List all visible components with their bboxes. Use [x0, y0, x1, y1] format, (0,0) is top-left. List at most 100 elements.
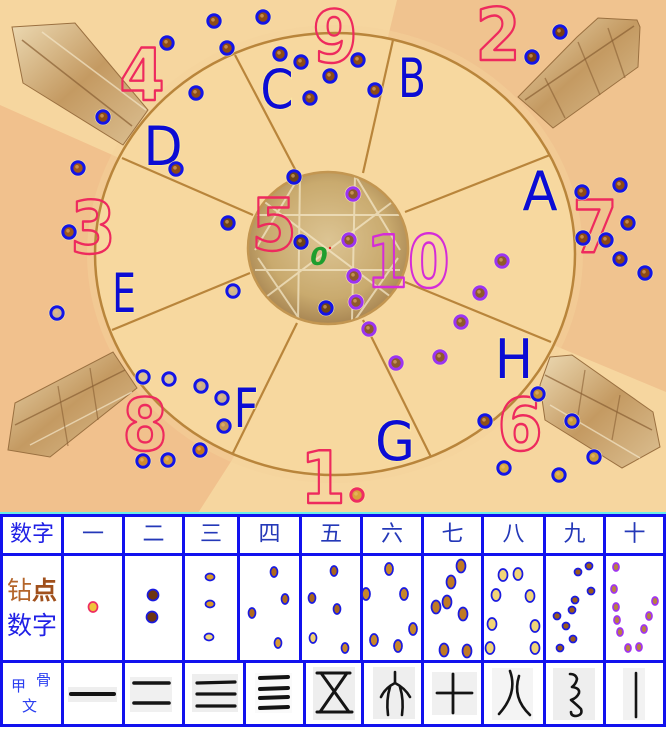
drill-dot [563, 412, 581, 430]
drill-dot [321, 67, 339, 85]
disc-diagram: A B C D E F G H 1 2 3 4 5 6 7 8 9 10 0 [0, 0, 666, 513]
pattern-dot [651, 596, 659, 606]
dot-cell-10 [603, 553, 666, 663]
pattern-dot [340, 642, 350, 654]
oracle-glyph-three [192, 674, 238, 712]
etch-line [257, 257, 301, 321]
drill-dot [159, 451, 177, 469]
drill-dot [360, 320, 378, 338]
pattern-dot [361, 587, 371, 601]
drill-dot [167, 160, 185, 178]
glyph-backdrop [623, 668, 645, 720]
dot-cell-1 [61, 553, 125, 663]
dot-highlight [482, 418, 486, 422]
oracle-glyph-six [373, 667, 415, 719]
dot-highlight [350, 191, 354, 195]
oracle-cell-1 [61, 660, 125, 727]
dot-group-6 [476, 385, 603, 484]
pattern-dot [204, 572, 216, 582]
drill-dot [187, 84, 205, 102]
dot-highlight [219, 395, 223, 399]
dot-highlight [260, 14, 264, 18]
numeral-cell-3: 三 [182, 514, 240, 556]
drill-dot [205, 12, 223, 30]
numeral-cell-8: 八 [481, 514, 546, 556]
drill-dot [348, 486, 366, 504]
drill-dot [431, 348, 449, 366]
seal-char-2: 骨 [36, 671, 52, 689]
drill-dot [573, 183, 591, 201]
drill-dot [551, 23, 569, 41]
pattern-dot [308, 632, 318, 644]
dot-highlight [346, 237, 350, 241]
dot-highlight [307, 95, 311, 99]
dot-group-8 [134, 368, 233, 470]
row-label-drill-dots: 钻点 数字 [0, 553, 64, 663]
pattern-dot [273, 637, 283, 649]
dot-cell-5 [299, 553, 363, 663]
drill-dot [493, 252, 511, 270]
pattern-dot [438, 642, 450, 658]
drill-dot [340, 231, 358, 249]
dot-pattern-8 [484, 567, 541, 655]
pattern-dot [612, 562, 620, 572]
oracle-glyph-seven [432, 672, 477, 715]
dot-group-9 [205, 8, 384, 107]
dot-highlight [211, 18, 215, 22]
drill-dot [271, 45, 289, 63]
dot-highlight [193, 90, 197, 94]
oracle-cell-2 [122, 660, 185, 727]
dot-highlight [54, 310, 58, 314]
pattern-dot [610, 584, 618, 594]
divider-h-a [404, 280, 552, 344]
drill-dot [213, 389, 231, 407]
dot-highlight [166, 376, 170, 380]
numeral-cell-6: 六 [360, 514, 424, 556]
drill-dot [574, 229, 592, 247]
divider-g-h [362, 319, 432, 458]
drill-dot [611, 250, 629, 268]
row-label-text: 数字 [9, 522, 54, 547]
glyph-stroke [515, 674, 532, 717]
arrowhead-ridge [89, 367, 99, 421]
dot-highlight [197, 447, 201, 451]
glyph-stroke [195, 680, 237, 685]
oracle-glyph-ten [623, 668, 645, 720]
arrowhead-ridge [544, 77, 566, 119]
drill-dot [218, 39, 236, 57]
numeral-text: 一 [81, 522, 104, 547]
dot-highlight [230, 288, 234, 292]
oracle-cell-10 [603, 660, 666, 727]
pattern-dot [145, 610, 159, 624]
label-char-zuan: 钻 [6, 576, 32, 605]
pattern-dot [616, 627, 624, 637]
oracle-cell-6 [361, 660, 424, 727]
drill-dot [345, 267, 363, 285]
dot-highlight [100, 114, 104, 118]
pattern-dot [613, 615, 621, 625]
oracle-glyph-five [313, 667, 355, 720]
sector-label-f: F [234, 377, 259, 440]
drill-dot [495, 459, 513, 477]
pattern-dot [484, 641, 496, 655]
dot-group-10 [340, 185, 511, 372]
dot-highlight [477, 290, 481, 294]
pattern-dot [332, 603, 342, 615]
dot-highlight [501, 465, 505, 469]
dot-highlight [298, 59, 302, 63]
dot-highlight [298, 239, 302, 243]
dot-cell-9 [543, 553, 606, 663]
numeral-cell-1: 一 [61, 514, 125, 556]
dot-highlight [355, 57, 359, 61]
numeral-text: 七 [441, 522, 464, 547]
drill-dot [69, 159, 87, 177]
pattern-dot [555, 643, 565, 653]
numeral-cell-4: 四 [237, 514, 302, 556]
pattern-dot [430, 599, 442, 615]
drill-dot [191, 441, 209, 459]
oracle-cell-5 [303, 660, 364, 727]
pattern-dot [399, 587, 409, 601]
arrowhead-ridge [544, 374, 653, 431]
numeral-text: 六 [380, 522, 403, 547]
dot-highlight [224, 45, 228, 49]
